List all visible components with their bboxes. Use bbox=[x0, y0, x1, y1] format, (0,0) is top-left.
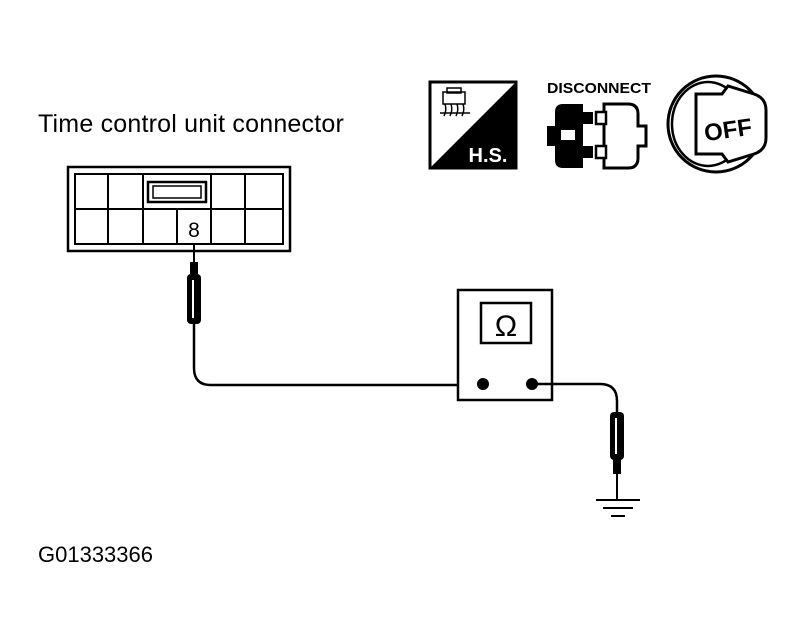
ohmmeter: Ω bbox=[456, 288, 554, 402]
disconnect-icon: DISCONNECT bbox=[547, 80, 651, 170]
hs-label: H.S. bbox=[469, 145, 508, 167]
ignition-label: OFF bbox=[702, 114, 753, 147]
disconnect-label: DISCONNECT bbox=[547, 80, 651, 97]
terminal-8-label: 8 bbox=[188, 219, 200, 242]
probe-lead-ground bbox=[532, 382, 624, 500]
figure-code: G01333366 bbox=[38, 542, 153, 567]
connector: 8 bbox=[66, 165, 292, 253]
connector-title: Time control unit connector bbox=[38, 110, 344, 138]
probe-lead-positive bbox=[187, 244, 483, 387]
meter-terminal-positive bbox=[477, 378, 489, 390]
harness-side-icon: H.S. bbox=[428, 80, 518, 170]
ignition-off-icon: OFF bbox=[666, 74, 768, 174]
ground-symbol bbox=[596, 499, 640, 517]
ohm-symbol: Ω bbox=[495, 310, 517, 343]
